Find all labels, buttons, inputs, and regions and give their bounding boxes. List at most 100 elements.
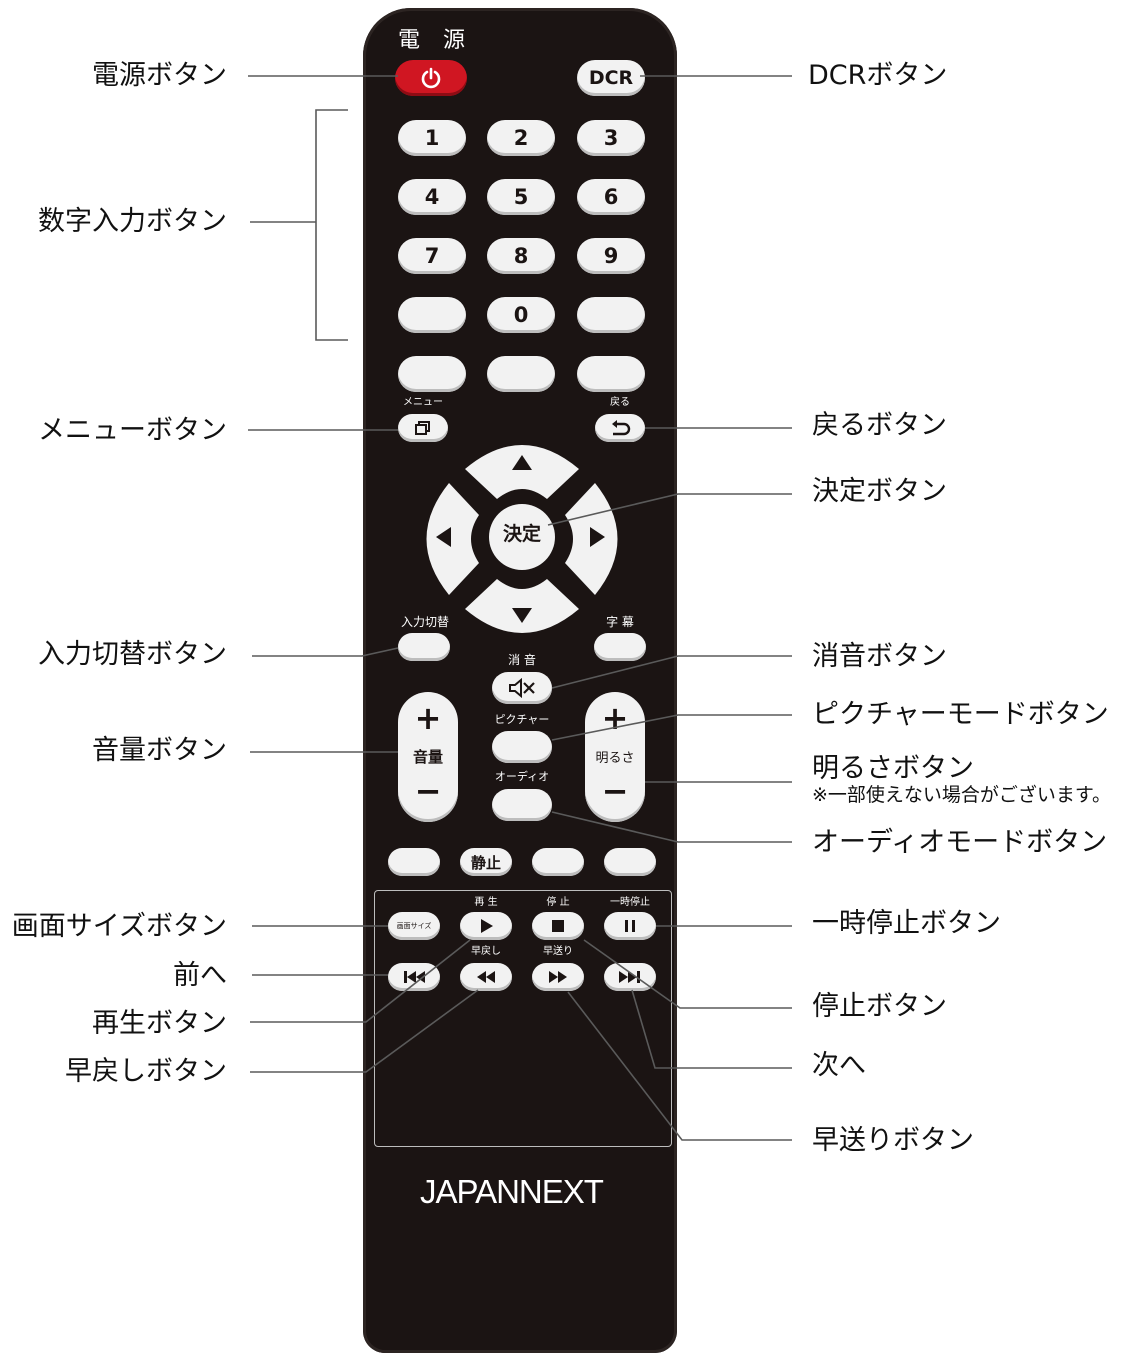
label-next: 次へ: [812, 1050, 866, 1081]
label-dcr: DCRボタン: [808, 60, 948, 91]
label-brightness: 明るさボタン: [812, 753, 974, 784]
blank-button-bottom-1[interactable]: [388, 848, 440, 876]
previous-button[interactable]: [388, 963, 440, 991]
label-prev: 前へ: [173, 960, 227, 991]
blank-button-bottom-3[interactable]: [604, 848, 656, 876]
digit-4-button[interactable]: 4: [398, 179, 466, 215]
skip-previous-icon: [404, 971, 425, 983]
stop-caption: 停 止: [546, 897, 570, 908]
blank-button-row6-1[interactable]: [398, 356, 466, 392]
label-back: 戻るボタン: [812, 410, 947, 441]
menu-button[interactable]: [398, 414, 448, 442]
stop-button[interactable]: [532, 912, 584, 940]
picture-caption: ピクチャー: [494, 713, 550, 726]
label-brightness-note: ※一部使えない場合がございます。: [812, 784, 1112, 806]
back-caption: 戻る: [610, 397, 630, 408]
label-number: 数字入力ボタン: [38, 206, 227, 237]
volume-rocker[interactable]: [398, 692, 458, 822]
digit-0-button[interactable]: 0: [487, 297, 555, 333]
pause-icon: [625, 920, 635, 932]
input-switch-button[interactable]: [398, 633, 450, 661]
right-arrow-icon: [590, 527, 605, 547]
pause-caption: 一時停止: [610, 897, 650, 908]
down-button[interactable]: [465, 579, 579, 633]
leader-ok: [547, 493, 792, 526]
blank-button-row6-3[interactable]: [577, 356, 645, 392]
direction-pad: [426, 445, 618, 633]
blank-button-left[interactable]: [398, 297, 466, 333]
up-arrow-icon: [512, 455, 532, 470]
play-icon: [481, 919, 493, 933]
fast-forward-icon: [549, 971, 567, 983]
leader-rewind: [250, 989, 479, 1073]
volume-label: 音量: [412, 748, 443, 766]
leader-play: [250, 939, 471, 1023]
forward-caption: 早送り: [543, 946, 573, 957]
mute-button[interactable]: [492, 672, 552, 704]
volume-plus-icon: +: [414, 699, 442, 737]
ok-button-label: 決定: [502, 523, 541, 545]
subtitle-button[interactable]: [594, 633, 646, 661]
power-button[interactable]: [395, 60, 467, 96]
skip-next-icon: [619, 971, 640, 983]
fast-forward-button[interactable]: [532, 963, 584, 991]
picture-mode-button[interactable]: [492, 731, 552, 763]
stop-icon: [552, 920, 564, 932]
label-menu: メニューボタン: [38, 415, 227, 446]
label-input: 入力切替ボタン: [38, 639, 227, 670]
next-button[interactable]: [604, 963, 656, 991]
digit-9-button[interactable]: 9: [577, 238, 645, 274]
pause-button[interactable]: [604, 912, 656, 940]
mute-speaker-icon: [509, 678, 535, 698]
down-arrow-icon: [512, 608, 532, 623]
label-pause: 一時停止ボタン: [812, 908, 1001, 939]
digit-2-button[interactable]: 2: [487, 120, 555, 156]
leader-input: [252, 647, 399, 657]
digit-3-button[interactable]: 3: [577, 120, 645, 156]
media-controls-frame: [374, 890, 672, 1147]
brightness-label: 明るさ: [595, 751, 635, 766]
leader-mute: [551, 655, 792, 689]
return-arrow-icon: [612, 420, 631, 436]
label-screen-size: 画面サイズボタン: [11, 911, 227, 942]
ok-button[interactable]: [489, 504, 555, 570]
screen-size-button[interactable]: 画面サイズ: [388, 912, 440, 940]
label-rewind: 早戻しボタン: [65, 1056, 227, 1087]
label-picture: ピクチャーモードボタン: [812, 699, 1109, 730]
leader-picture: [551, 714, 792, 741]
up-button[interactable]: [465, 445, 579, 499]
left-arrow-icon: [436, 527, 451, 547]
brightness-minus-icon: −: [601, 772, 629, 810]
brightness-rocker[interactable]: [585, 692, 645, 822]
bracket-number: [315, 109, 348, 341]
audio-mode-button[interactable]: [492, 789, 552, 821]
power-caption: 電 源: [398, 28, 473, 53]
label-ok: 決定ボタン: [812, 476, 947, 507]
rewind-button[interactable]: [460, 963, 512, 991]
left-button[interactable]: [426, 483, 480, 595]
rewind-caption: 早戻し: [471, 946, 501, 957]
digit-8-button[interactable]: 8: [487, 238, 555, 274]
digit-5-button[interactable]: 5: [487, 179, 555, 215]
audio-caption: オーディオ: [494, 770, 550, 783]
blank-button-row6-2[interactable]: [487, 356, 555, 392]
label-stop: 停止ボタン: [812, 991, 947, 1022]
brand-logo: JAPANNEXT: [420, 1173, 604, 1210]
label-mute: 消音ボタン: [812, 641, 947, 672]
digit-7-button[interactable]: 7: [398, 238, 466, 274]
dcr-button[interactable]: DCR: [577, 60, 645, 96]
play-button[interactable]: [460, 912, 512, 940]
mute-caption: 消 音: [508, 653, 536, 667]
rewind-icon: [477, 971, 495, 983]
label-power: 電源ボタン: [92, 60, 227, 91]
play-caption: 再 生: [474, 897, 498, 908]
blank-button-right[interactable]: [577, 297, 645, 333]
menu-caption: メニュー: [403, 397, 443, 408]
back-button[interactable]: [595, 414, 645, 442]
leader-stop: [583, 939, 792, 1009]
digit-1-button[interactable]: 1: [398, 120, 466, 156]
freeze-button[interactable]: 静止: [460, 848, 512, 876]
blank-button-bottom-2[interactable]: [532, 848, 584, 876]
digit-6-button[interactable]: 6: [577, 179, 645, 215]
